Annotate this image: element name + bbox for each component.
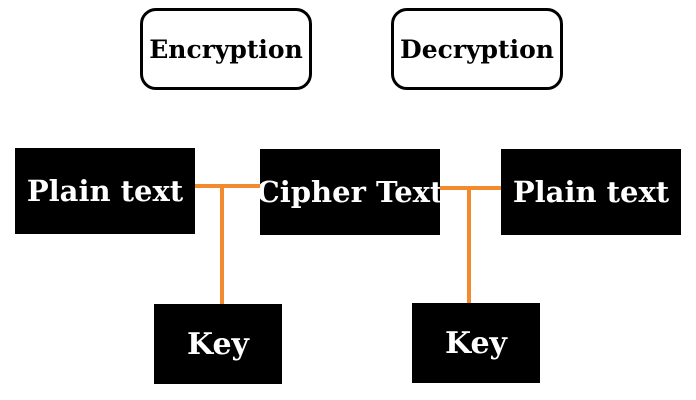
- key-right-label: Key: [445, 325, 507, 361]
- plain-text-left-label: Plain text: [26, 174, 184, 208]
- plain-text-right-label: Plain text: [512, 175, 670, 209]
- cipher-text-label: Cipher Text: [260, 175, 440, 209]
- decryption-label: Decryption: [391, 8, 563, 90]
- key-right-node: Key: [412, 303, 540, 383]
- encryption-label: Encryption: [140, 8, 312, 90]
- key-left-label: Key: [187, 326, 249, 362]
- key-left-node: Key: [154, 304, 282, 384]
- cipher-text-node: Cipher Text: [260, 149, 440, 235]
- decryption-label-text: Decryption: [400, 34, 554, 64]
- connector-key-right-vertical: [467, 186, 471, 304]
- connector-plain-to-cipher: [194, 184, 264, 188]
- connector-key-left-vertical: [220, 184, 224, 304]
- connector-cipher-to-plain: [438, 186, 504, 190]
- plain-text-left-node: Plain text: [15, 148, 195, 234]
- encryption-label-text: Encryption: [149, 34, 303, 64]
- plain-text-right-node: Plain text: [501, 149, 681, 235]
